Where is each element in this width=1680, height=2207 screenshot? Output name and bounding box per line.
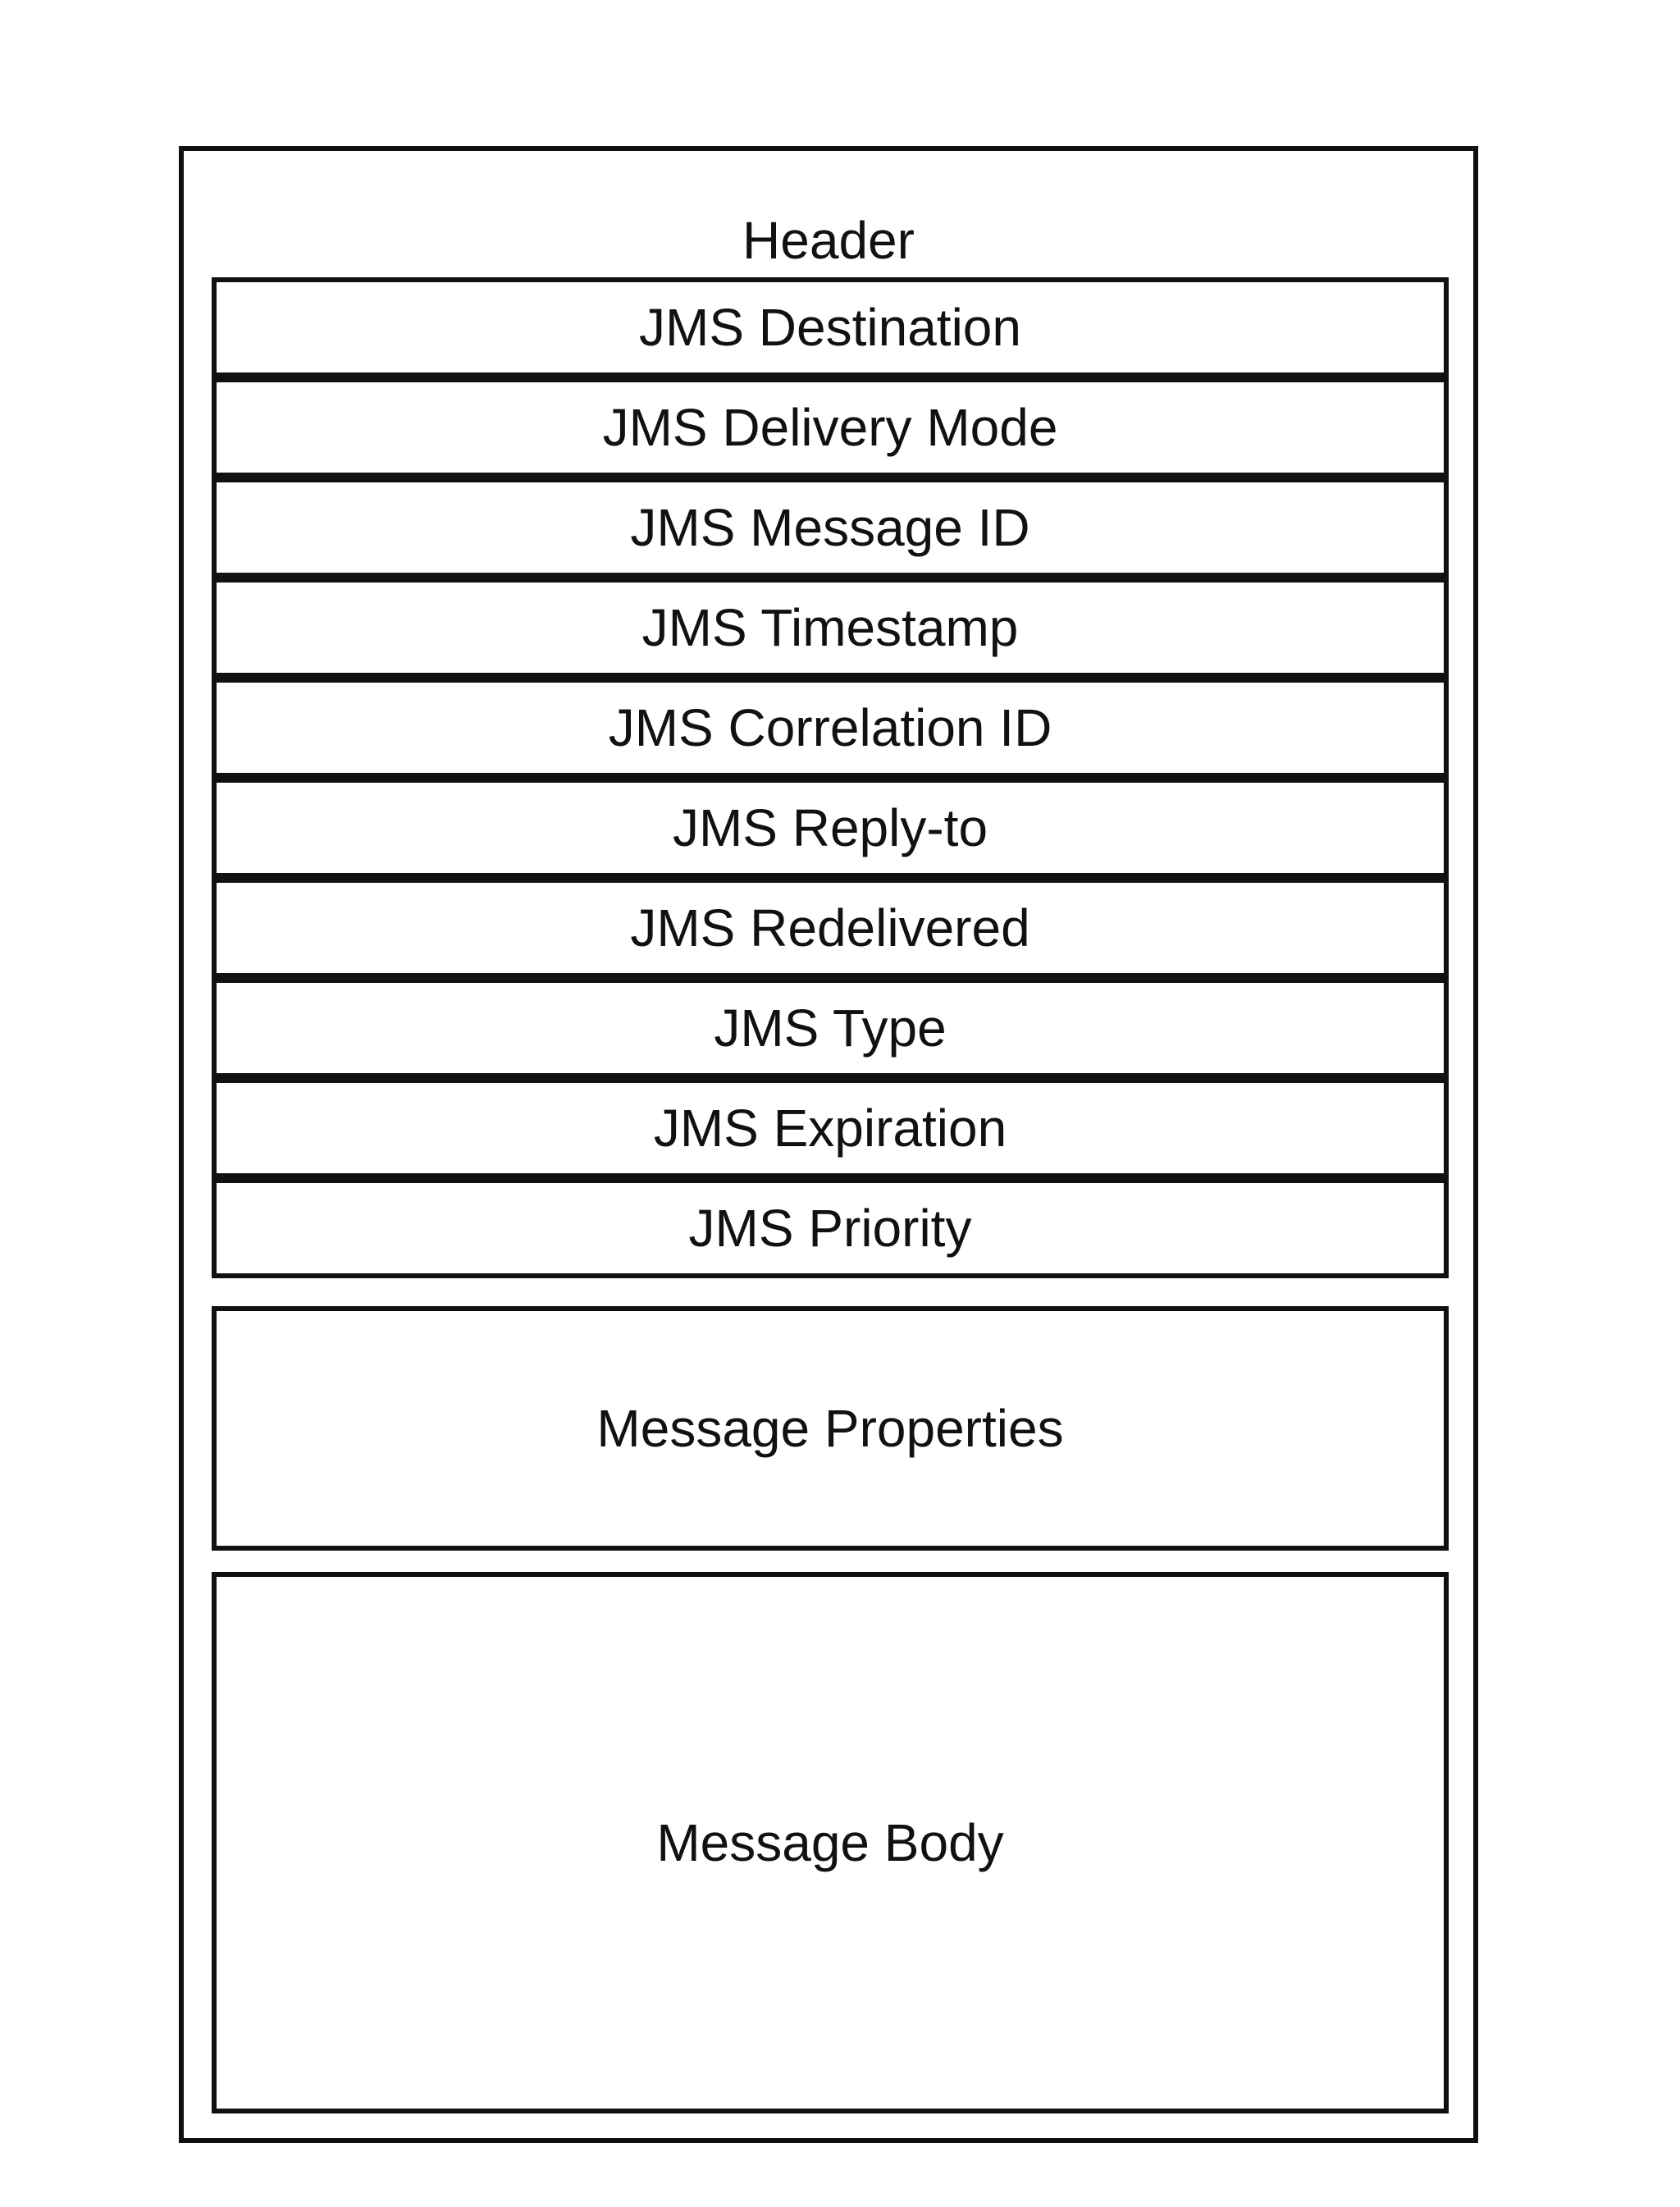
header-field-jms-delivery-mode: JMS Delivery Mode [212,377,1449,477]
header-field-label: JMS Redelivered [630,898,1030,957]
header-field-jms-correlation-id: JMS Correlation ID [212,678,1449,778]
header-field-label: JMS Priority [688,1199,972,1258]
header-field-jms-message-id: JMS Message ID [212,477,1449,578]
header-field-label: JMS Destination [639,298,1021,357]
header-field-jms-priority: JMS Priority [212,1178,1449,1278]
header-field-label: JMS Reply-to [672,798,988,857]
message-properties-label: Message Properties [596,1399,1064,1458]
header-field-jms-timestamp: JMS Timestamp [212,578,1449,678]
header-field-label: JMS Expiration [653,1099,1007,1158]
header-field-label: JMS Delivery Mode [602,398,1058,457]
header-field-label: JMS Correlation ID [608,698,1052,757]
header-field-jms-expiration: JMS Expiration [212,1078,1449,1178]
message-body-label: Message Body [656,1813,1004,1872]
header-title: Header [742,211,915,270]
header-field-label: JMS Message ID [630,498,1030,557]
header-field-label: JMS Type [714,998,947,1058]
message-body-box: Message Body [212,1572,1449,2113]
header-field-jms-destination: JMS Destination [212,277,1449,377]
header-field-jms-type: JMS Type [212,978,1449,1078]
header-field-jms-reply-to: JMS Reply-to [212,778,1449,878]
header-field-jms-redelivered: JMS Redelivered [212,878,1449,978]
message-properties-box: Message Properties [212,1306,1449,1551]
header-field-label: JMS Timestamp [641,598,1019,657]
message-outer-frame [179,146,1478,2143]
